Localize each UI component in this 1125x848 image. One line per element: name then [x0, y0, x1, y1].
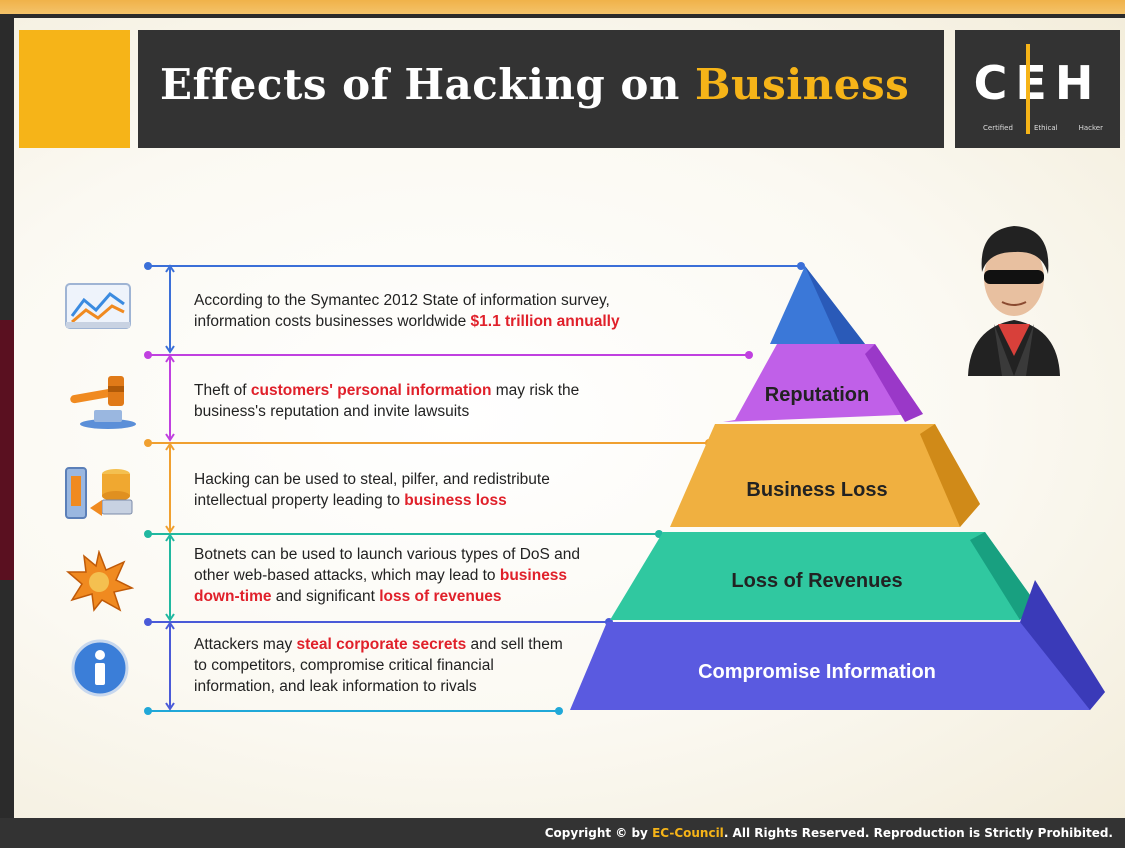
pyramid-tier-business-loss: [670, 424, 980, 527]
title-bar: [138, 30, 944, 148]
item-4-line-3: down-time and significant loss of revenu…: [194, 586, 580, 607]
connector-line-5: [148, 621, 610, 623]
item-2-highlight: customers' personal information: [250, 382, 492, 399]
connector-line-1: [148, 265, 802, 267]
connector-dot: [144, 618, 152, 626]
connector-dot: [655, 530, 663, 538]
title-main: Effects of Hacking on: [160, 60, 696, 109]
item-1-highlight: $1.1 trillion annually: [470, 313, 620, 330]
vertical-arrows: [165, 264, 175, 711]
footer-bar: Copyright © by EC-Council. All Rights Re…: [0, 818, 1125, 848]
logo-sub-ethical: Ethical: [1033, 124, 1058, 132]
copyright-text: Copyright © by EC-Council. All Rights Re…: [545, 826, 1113, 840]
logo-subtitle: Certified Ethical Hacker: [983, 124, 1103, 132]
item-5-line-3: information, and leak information to riv…: [194, 678, 477, 695]
item-5-line-1: Attackers may steal corporate secrets an…: [194, 634, 563, 655]
page-title: Effects of Hacking on Business: [160, 60, 909, 109]
connector-line-6: [148, 710, 560, 712]
connector-dot: [144, 262, 152, 270]
item-5-line-1-pre: Attackers may: [194, 636, 297, 653]
item-4-highlight: business: [499, 567, 568, 584]
connector-dot: [555, 707, 563, 715]
item-text-5: Attackers may steal corporate secrets an…: [194, 634, 563, 697]
item-text-4: Botnets can be used to launch various ty…: [194, 544, 580, 607]
item-4-line-3-mid: and significant: [271, 588, 380, 605]
item-5-highlight: steal corporate secrets: [296, 636, 467, 653]
logo-sub-hacker: Hacker: [1078, 124, 1103, 132]
connector-line-4: [148, 533, 660, 535]
brand-name: EC-Council: [652, 826, 724, 840]
item-2-line-1: Theft of customers' personal information…: [194, 380, 579, 401]
item-5-line-2: to competitors, compromise critical fina…: [194, 657, 494, 674]
item-4-line-1: Botnets can be used to launch various ty…: [194, 546, 581, 563]
title-accent-block: [19, 30, 130, 148]
connector-line-2: [148, 354, 750, 356]
connector-dot: [144, 351, 152, 359]
line-chart-icon: [65, 283, 131, 329]
connector-dot: [745, 351, 753, 359]
copyright-post: . All Rights Reserved. Reproduction is S…: [723, 826, 1113, 840]
tier-label-compromise-information: Compromise Information: [698, 661, 936, 683]
item-1-line-1: According to the Symantec 2012 State of …: [194, 292, 610, 309]
item-text-3: Hacking can be used to steal, pilfer, an…: [194, 469, 550, 511]
side-strip: [0, 320, 14, 580]
hacker-avatar-icon: [968, 226, 1060, 376]
connector-dot: [144, 530, 152, 538]
item-text-1: According to the Symantec 2012 State of …: [194, 290, 620, 332]
database-transfer-icon: [65, 467, 133, 519]
tier-label-business-loss: Business Loss: [746, 479, 888, 501]
item-2-line-2: business's reputation and invite lawsuit…: [194, 403, 470, 420]
connector-line-3: [148, 442, 710, 444]
logo-sub-certified: Certified: [983, 124, 1013, 132]
tier-label-reputation: Reputation: [764, 384, 870, 406]
connector-dot: [797, 262, 805, 270]
connector-dot: [144, 439, 152, 447]
item-4-line-2-text: other web-based attacks, which may lead …: [194, 567, 500, 584]
item-5-line-1-post: and sell them: [466, 636, 563, 653]
virus-icon: [65, 550, 134, 612]
item-4-highlight-2: down-time: [194, 588, 272, 605]
item-4-line-2: other web-based attacks, which may lead …: [194, 565, 580, 586]
logo-divider: [1026, 44, 1030, 134]
item-3-highlight: business loss: [404, 492, 507, 509]
title-highlight: Business: [695, 60, 910, 109]
item-3-line-2-text: intellectual property leading to: [194, 492, 405, 509]
item-text-2: Theft of customers' personal information…: [194, 380, 579, 422]
pyramid-tier-compromise-information: [570, 622, 1105, 710]
connector-dot: [144, 707, 152, 715]
item-1-line-2: information costs businesses worldwide $…: [194, 311, 620, 332]
item-3-line-1: Hacking can be used to steal, pilfer, an…: [194, 471, 550, 488]
item-2-line-1-post: may risk the: [491, 382, 580, 399]
gavel-icon: [70, 376, 136, 429]
pyramid-tier-loss-of-revenues: [610, 532, 1035, 620]
pyramid: [570, 266, 1105, 710]
logo-letters: CEH: [973, 56, 1102, 110]
item-1-line-2-text: information costs businesses worldwide: [194, 313, 471, 330]
ceh-logo: CEH Certified Ethical Hacker: [955, 30, 1120, 148]
item-4-highlight-3: loss of revenues: [379, 588, 502, 605]
copyright-pre: Copyright © by: [544, 826, 653, 840]
item-2-line-1-pre: Theft of: [194, 382, 251, 399]
info-icon: [71, 639, 129, 697]
tier-label-loss-of-revenues: Loss of Revenues: [731, 570, 903, 592]
item-3-line-2: intellectual property leading to busines…: [194, 490, 550, 511]
